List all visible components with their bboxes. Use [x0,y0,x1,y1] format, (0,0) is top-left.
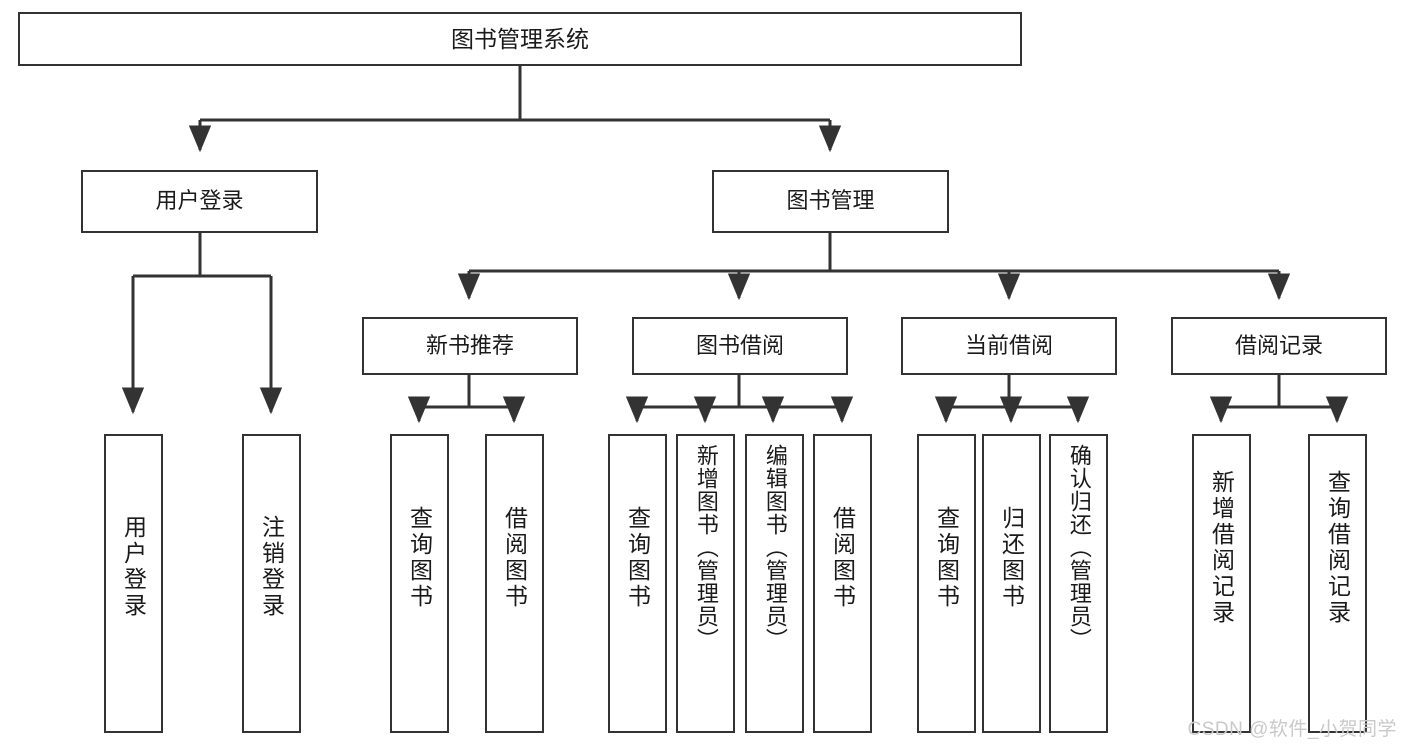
node-leaf-query-record[interactable]: 查询借阅记录 [1308,434,1367,733]
node-leaf-return-book[interactable]: 归还图书 [982,434,1041,733]
node-label-leaf-borrow-book-1: 借阅图书 [501,506,528,610]
node-book-borrow[interactable]: 图书借阅 [632,317,848,375]
node-current-borrow[interactable]: 当前借阅 [901,317,1117,375]
node-label-new-book-recommend: 新书推荐 [425,332,514,358]
node-label-leaf-query-record: 查询借阅记录 [1324,470,1351,626]
node-leaf-query-book-2[interactable]: 查询图书 [608,434,667,733]
node-user-login[interactable]: 用户登录 [81,170,318,233]
node-label-leaf-edit-book: 编辑图书（管理员） [762,444,788,651]
node-label-book-management: 图书管理 [786,188,875,214]
node-label-borrow-record: 借阅记录 [1234,332,1323,358]
node-leaf-add-book[interactable]: 新增图书（管理员） [676,434,735,733]
node-leaf-user-login[interactable]: 用户登录 [104,434,163,733]
node-book-management[interactable]: 图书管理 [712,170,949,233]
node-leaf-query-book-3[interactable]: 查询图书 [917,434,976,733]
node-leaf-logout-login[interactable]: 注销登录 [242,434,301,733]
node-leaf-add-record[interactable]: 新增借阅记录 [1192,434,1251,733]
node-leaf-query-book-1[interactable]: 查询图书 [390,434,449,733]
node-new-book-recommend[interactable]: 新书推荐 [362,317,578,375]
node-label-leaf-query-book-3: 查询图书 [933,506,960,610]
node-label-leaf-add-record: 新增借阅记录 [1208,470,1235,626]
node-label-user-login: 用户登录 [155,188,244,214]
node-label-leaf-return-book: 归还图书 [998,506,1025,610]
node-label-leaf-query-book-1: 查询图书 [406,506,433,610]
node-leaf-edit-book[interactable]: 编辑图书（管理员） [745,434,804,733]
node-label-leaf-query-book-2: 查询图书 [624,506,651,610]
node-leaf-confirm-return[interactable]: 确认归还（管理员） [1049,434,1108,733]
node-leaf-borrow-book-1[interactable]: 借阅图书 [485,434,544,733]
node-label-leaf-user-login: 用户登录 [120,515,147,619]
node-label-root: 图书管理系统 [451,25,589,52]
node-label-book-borrow: 图书借阅 [695,332,784,358]
node-label-leaf-borrow-book-2: 借阅图书 [829,506,856,610]
node-leaf-borrow-book-2[interactable]: 借阅图书 [813,434,872,733]
node-root-system[interactable]: 图书管理系统 [18,12,1022,66]
node-label-leaf-confirm-return: 确认归还（管理员） [1066,444,1092,651]
node-label-leaf-add-book: 新增图书（管理员） [693,444,719,651]
node-label-current-borrow: 当前借阅 [964,332,1053,358]
node-borrow-record[interactable]: 借阅记录 [1171,317,1387,375]
node-label-leaf-logout-login: 注销登录 [258,515,285,619]
